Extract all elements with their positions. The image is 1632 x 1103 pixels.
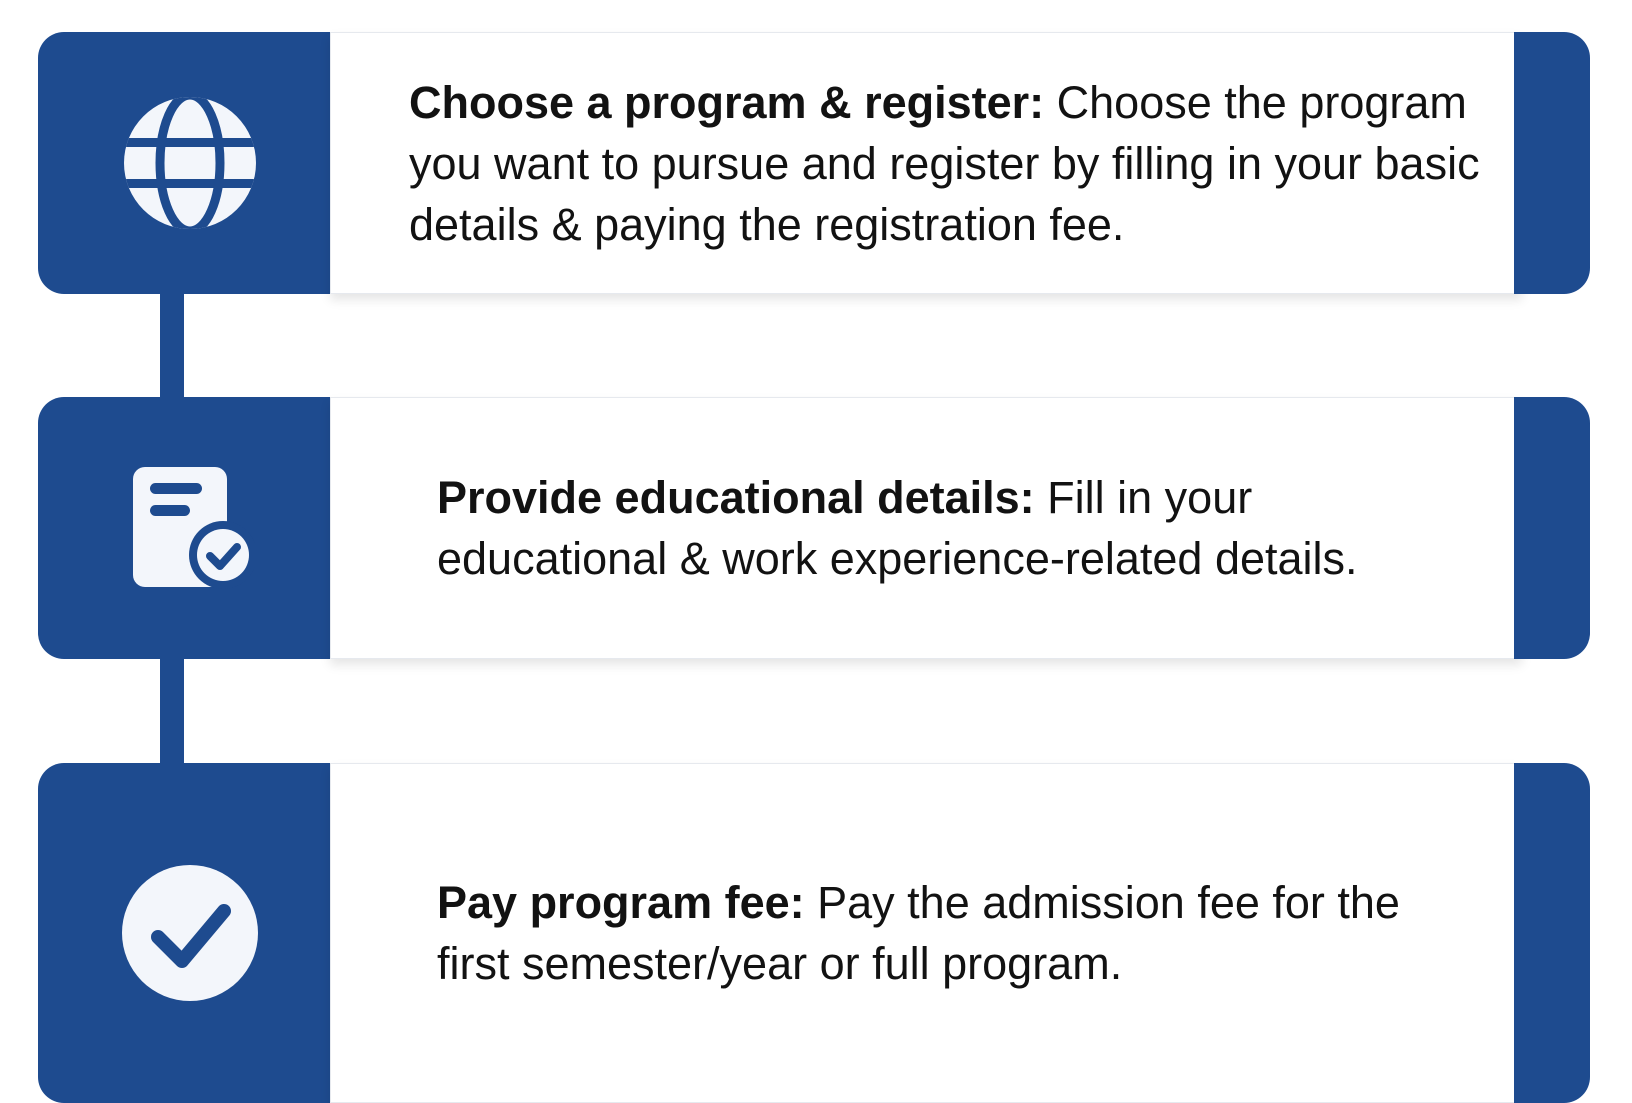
icon-panel bbox=[38, 32, 342, 294]
step-pay-fee: Pay program fee: Pay the admission fee f… bbox=[38, 763, 1590, 1103]
right-cap bbox=[1514, 763, 1590, 1103]
connector-line bbox=[160, 285, 184, 405]
check-circle-icon bbox=[120, 863, 260, 1003]
icon-panel bbox=[38, 763, 342, 1103]
step-text: Choose a program & register: Choose the … bbox=[331, 72, 1521, 255]
right-cap bbox=[1514, 32, 1590, 294]
connector-line bbox=[160, 650, 184, 770]
step-register: Choose a program & register: Choose the … bbox=[38, 32, 1590, 294]
document-check-icon bbox=[125, 463, 255, 593]
step-card: Pay program fee: Pay the admission fee f… bbox=[330, 763, 1522, 1103]
step-card: Provide educational details: Fill in you… bbox=[330, 397, 1522, 659]
step-title: Choose a program & register: bbox=[409, 76, 1045, 128]
step-title: Provide educational details: bbox=[437, 472, 1035, 523]
globe-icon bbox=[120, 93, 260, 233]
step-description: Choose the program you want to pursue an… bbox=[409, 76, 1480, 250]
step-description: Pay the admission fee for the first seme… bbox=[437, 877, 1400, 989]
right-cap bbox=[1514, 397, 1590, 659]
step-title: Pay program fee: bbox=[437, 877, 805, 928]
step-description: Fill in your educational & work experien… bbox=[437, 472, 1358, 584]
step-card: Choose a program & register: Choose the … bbox=[330, 32, 1522, 294]
step-text: Pay program fee: Pay the admission fee f… bbox=[331, 872, 1521, 994]
step-educational-details: Provide educational details: Fill in you… bbox=[38, 397, 1590, 659]
icon-panel bbox=[38, 397, 342, 659]
step-text: Provide educational details: Fill in you… bbox=[331, 467, 1521, 589]
